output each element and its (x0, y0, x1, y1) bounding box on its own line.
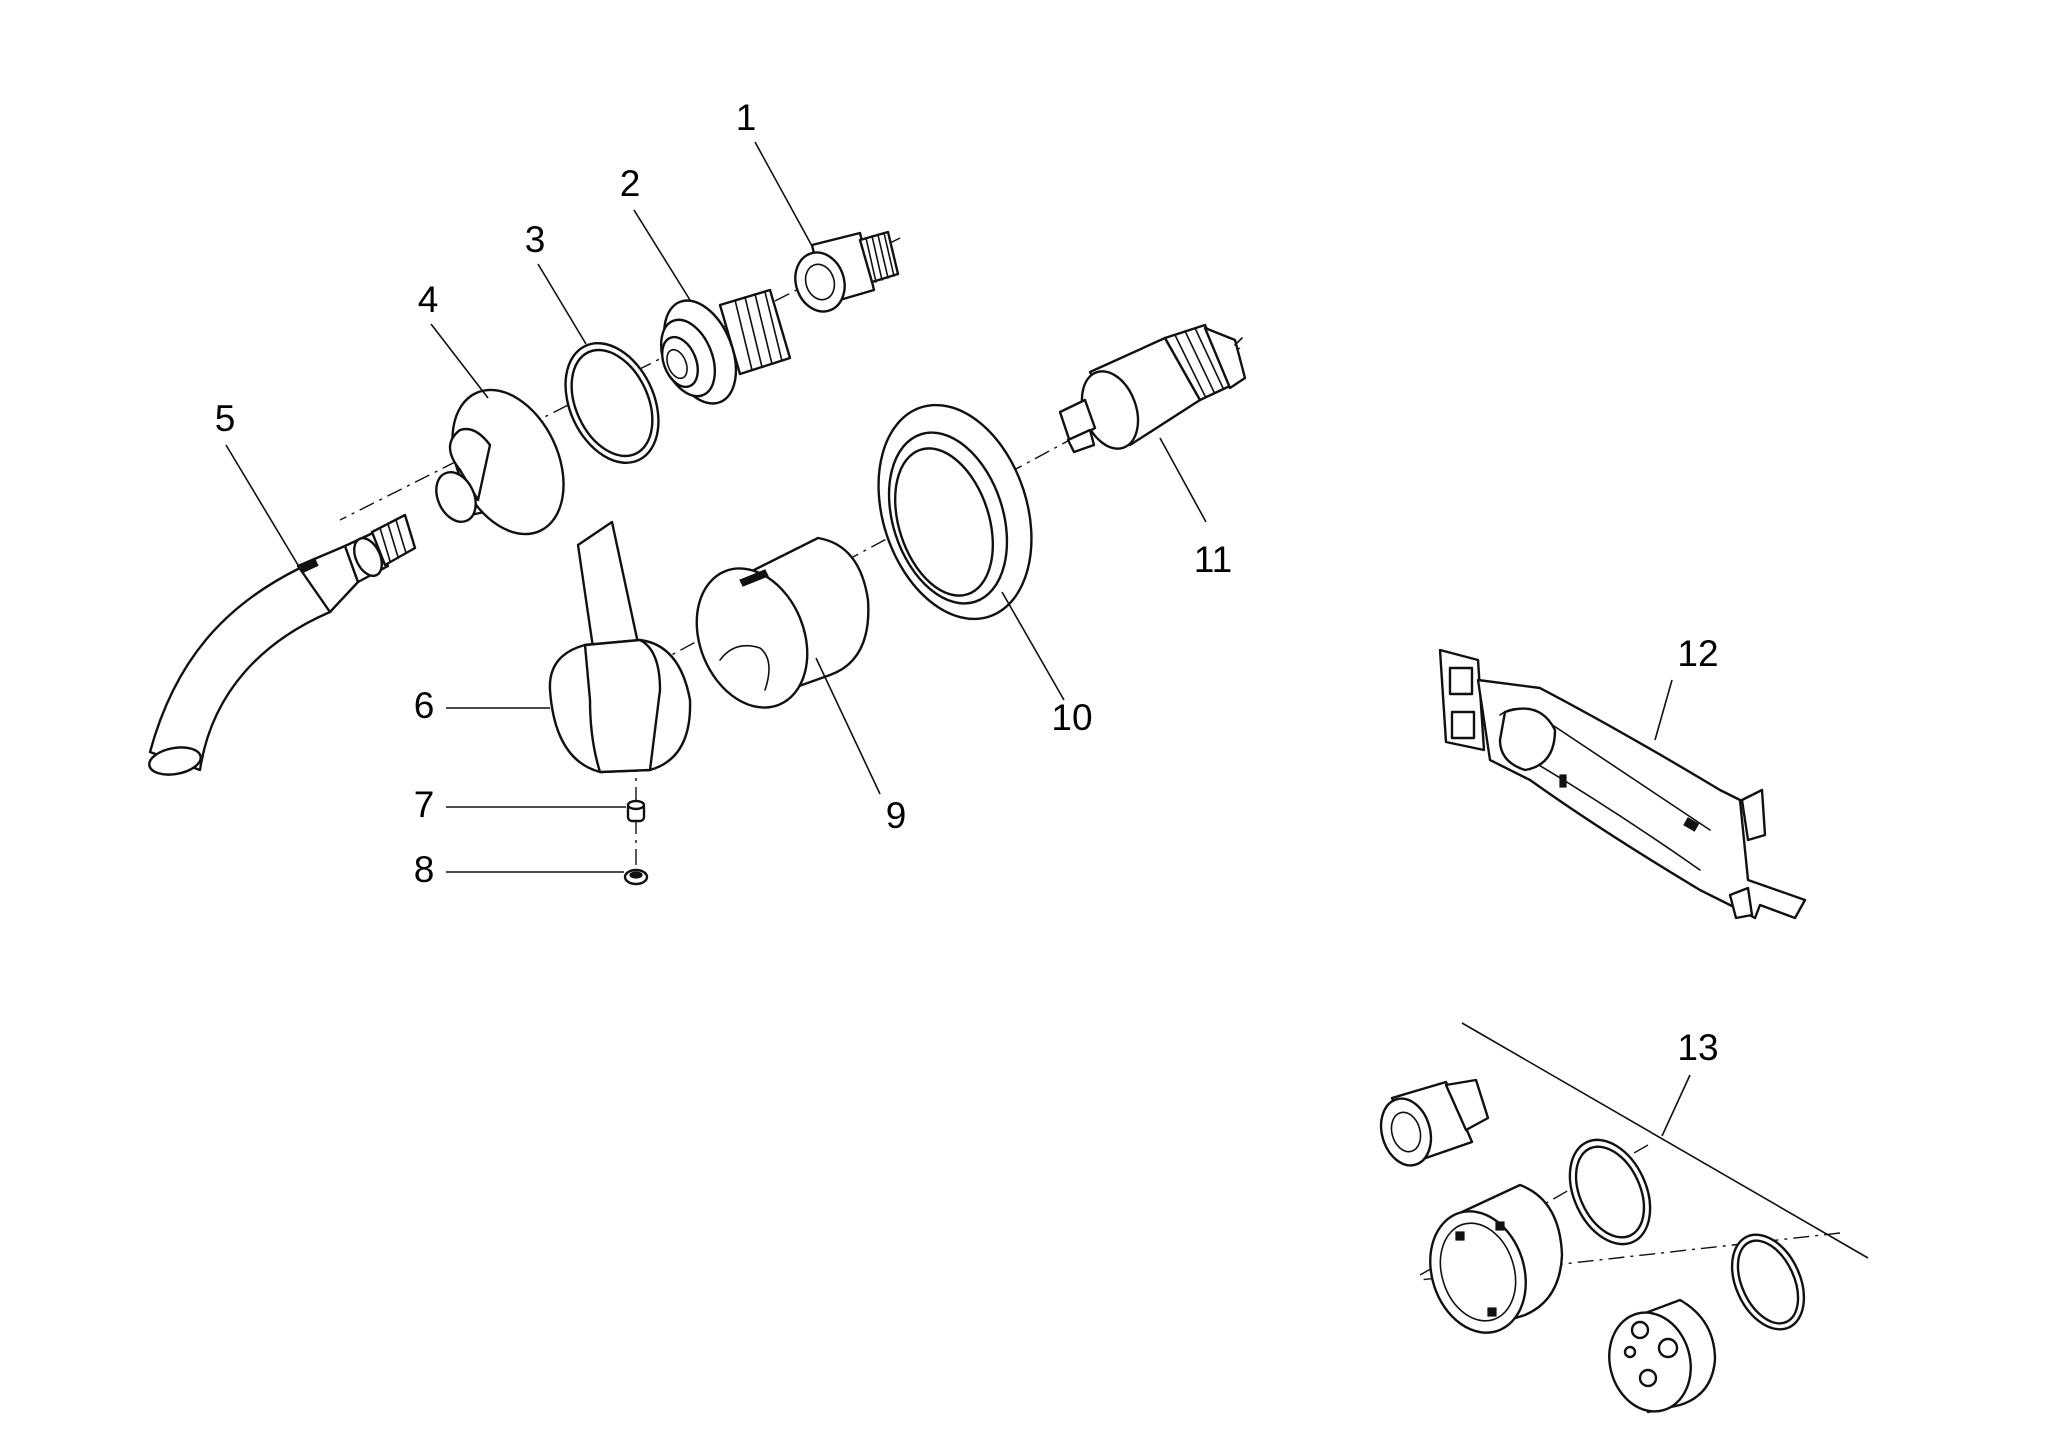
part-1-threaded-adapter[interactable] (788, 230, 900, 318)
leader-10 (1001, 591, 1065, 701)
part-11-cartridge[interactable] (1058, 323, 1247, 456)
leader-1 (754, 141, 813, 247)
part-4-escutcheon[interactable] (429, 372, 586, 552)
callout-5: 5 (215, 398, 236, 439)
leader-3 (537, 263, 587, 345)
part-6-lever-handle[interactable] (548, 520, 692, 774)
part-5-spout[interactable] (147, 513, 417, 778)
part-2-flange-connector[interactable] (650, 288, 792, 414)
callout-13: 13 (1677, 1027, 1718, 1068)
leader-lines (225, 141, 1691, 1137)
leader-5 (225, 444, 299, 566)
callout-4: 4 (418, 279, 439, 320)
leader-12 (1654, 679, 1673, 741)
part-3-o-ring[interactable] (547, 328, 676, 478)
callout-12: 12 (1677, 633, 1718, 674)
callout-3: 3 (525, 219, 546, 260)
part-8-cap[interactable] (623, 868, 649, 886)
callout-2: 2 (620, 163, 641, 204)
callout-7: 7 (414, 784, 435, 825)
leader-4 (430, 323, 489, 399)
leader-9 (815, 657, 881, 795)
part-13-service-kit[interactable] (1374, 1022, 1869, 1421)
leader-13 (1661, 1074, 1691, 1137)
callout-8: 8 (414, 849, 435, 890)
callout-11: 11 (1194, 539, 1232, 580)
part-9-sleeve[interactable] (677, 536, 870, 724)
part-12-service-key[interactable] (1438, 648, 1807, 920)
leader-11 (1159, 437, 1207, 523)
callout-labels: 1 2 3 4 5 6 7 8 9 10 11 12 13 (215, 97, 1719, 1068)
part-10-rosette[interactable] (853, 385, 1058, 639)
callout-9: 9 (886, 795, 907, 836)
callout-6: 6 (414, 685, 435, 726)
part-7-grub-screw[interactable] (626, 799, 646, 823)
callout-10: 10 (1051, 697, 1092, 738)
leader-2 (633, 209, 691, 301)
callout-1: 1 (736, 97, 757, 138)
